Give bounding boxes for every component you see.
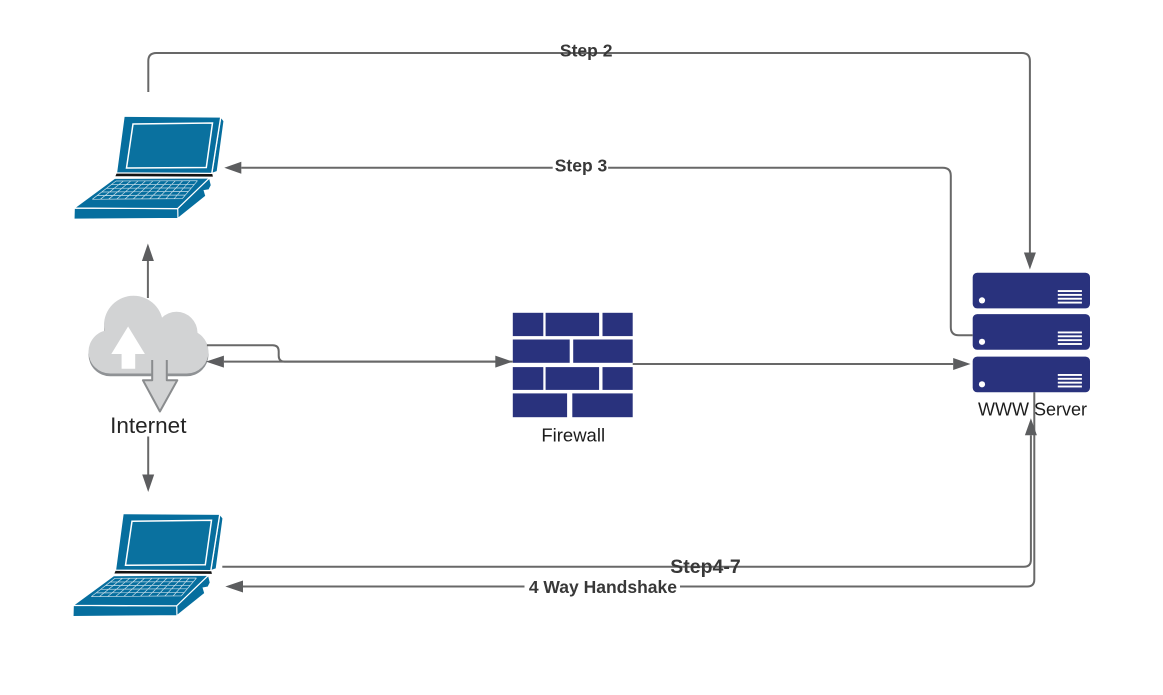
svg-text:Step 2: Step 2 xyxy=(560,40,613,60)
svg-text:4 Way Handshake: 4 Way Handshake xyxy=(529,577,677,597)
svg-text:Step 3: Step 3 xyxy=(555,155,608,175)
svg-text:Firewall: Firewall xyxy=(541,424,605,445)
svg-text:WWW Server: WWW Server xyxy=(978,399,1087,419)
svg-text:Internet: Internet xyxy=(110,413,187,438)
svg-text:Step4-7: Step4-7 xyxy=(670,556,740,578)
